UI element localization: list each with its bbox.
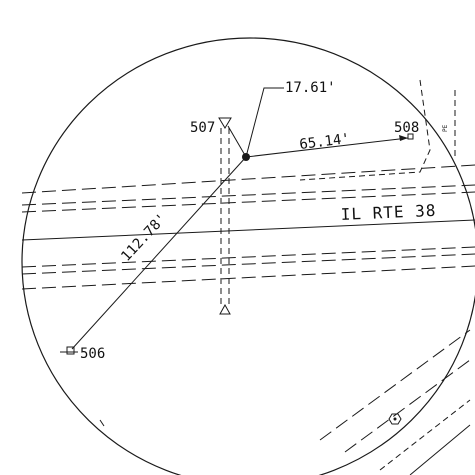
pavement-edge-south-1 xyxy=(21,246,475,268)
row-line-north xyxy=(21,164,475,194)
pavement-edge-south-2 xyxy=(21,253,475,275)
road-lines xyxy=(21,164,475,290)
pavement-edge-north-1 xyxy=(21,184,475,206)
row-line-south xyxy=(21,265,475,290)
southeast-dash-1 xyxy=(319,329,471,441)
west-boundary-tick xyxy=(99,419,105,427)
southeast-dash-3 xyxy=(379,399,471,471)
label-tiny-note: PE xyxy=(442,124,449,132)
label-506: 506 xyxy=(80,346,105,362)
control-point-marker xyxy=(242,153,250,161)
southeast-solid-edge xyxy=(409,424,471,475)
label-507: 507 xyxy=(190,120,215,136)
dimension-line-to-508 xyxy=(245,137,409,158)
utility-symbol xyxy=(388,413,402,425)
point-506-square xyxy=(66,346,75,355)
southeast-lines xyxy=(319,329,471,475)
utility-symbol-dot xyxy=(393,417,397,421)
utility-symbol-hexagon xyxy=(388,413,402,425)
centerline xyxy=(21,219,475,241)
road-name-label: IL RTE 38 xyxy=(340,201,436,224)
point-506-marker xyxy=(60,346,78,355)
detail-circle-boundary xyxy=(21,37,475,475)
southeast-dash-2 xyxy=(344,359,471,453)
culvert-end-triangle-north xyxy=(218,117,232,129)
label-65-14: 65.14' xyxy=(299,131,351,153)
point-508-marker xyxy=(407,133,414,140)
pavement-edge-north-2 xyxy=(21,191,475,213)
label-17-61: 17.61' xyxy=(285,80,336,96)
culvert-end-triangle-south xyxy=(219,303,231,315)
dimension-line-to-506 xyxy=(71,156,247,350)
leader-17-61 xyxy=(245,87,284,158)
label-508: 508 xyxy=(394,120,419,136)
dimension-line-to-507 xyxy=(227,125,247,158)
culvert-pipe xyxy=(218,117,232,315)
property-line-east xyxy=(299,79,431,181)
arrowhead-508 xyxy=(399,135,408,141)
label-112-78: 112.78' xyxy=(118,211,170,265)
